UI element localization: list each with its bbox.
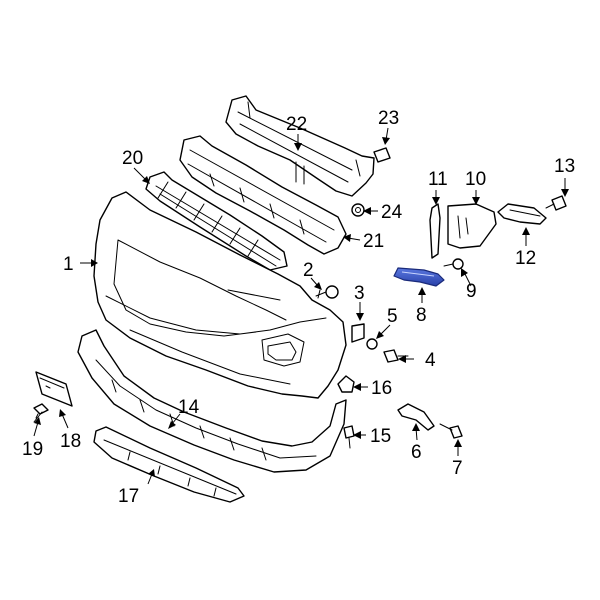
bracket-12-part bbox=[497, 203, 547, 225]
callout-1: 1 bbox=[63, 254, 74, 275]
screw-19-part bbox=[33, 403, 49, 423]
bracket-3-part bbox=[351, 323, 365, 343]
nut-24-part bbox=[351, 203, 365, 217]
callout-22: 22 bbox=[286, 114, 307, 135]
leader-lines bbox=[33, 127, 569, 485]
callout-2: 2 bbox=[303, 260, 314, 281]
rail-11-part bbox=[429, 203, 441, 259]
plate-bracket-part bbox=[35, 371, 73, 407]
bolt-13-part bbox=[545, 195, 567, 211]
callout-6: 6 bbox=[411, 442, 422, 463]
callout-11: 11 bbox=[428, 169, 448, 190]
callout-23: 23 bbox=[378, 108, 399, 129]
energy-absorber-part bbox=[179, 135, 347, 255]
bolt-9-part bbox=[443, 258, 464, 270]
lower-spoiler-part bbox=[77, 329, 347, 473]
callout-7: 7 bbox=[452, 458, 463, 479]
screw-7-part bbox=[439, 423, 463, 439]
callout-15: 15 bbox=[370, 426, 391, 447]
bumper-cover-part bbox=[93, 191, 347, 399]
guide-bracket-8-part bbox=[393, 267, 445, 287]
skid-plate-part bbox=[93, 426, 245, 503]
clip-2-part bbox=[315, 285, 339, 299]
callout-4: 4 bbox=[425, 350, 436, 371]
callout-labels: 1 2 3 4 5 6 7 8 9 10 11 12 13 14 15 16 1… bbox=[22, 108, 575, 507]
callout-18: 18 bbox=[60, 431, 81, 452]
callout-24: 24 bbox=[381, 202, 403, 223]
bolt-23-part bbox=[373, 147, 391, 163]
retainer-16-part bbox=[337, 375, 355, 393]
callout-16: 16 bbox=[371, 378, 392, 399]
callout-13: 13 bbox=[554, 156, 575, 177]
callout-9: 9 bbox=[466, 281, 477, 302]
callout-5: 5 bbox=[387, 306, 398, 327]
callout-19: 19 bbox=[22, 439, 43, 460]
bolt-15-part bbox=[343, 425, 355, 449]
grille-mesh-part bbox=[145, 171, 288, 271]
callout-10: 10 bbox=[465, 169, 486, 190]
callout-8: 8 bbox=[416, 305, 427, 326]
callout-3: 3 bbox=[354, 283, 365, 304]
callout-17: 17 bbox=[118, 486, 139, 507]
callout-21: 21 bbox=[363, 231, 384, 252]
mounting-bracket-10-part bbox=[447, 203, 497, 249]
side-bracket-6-part bbox=[397, 403, 435, 431]
callout-20: 20 bbox=[122, 148, 143, 169]
callout-14: 14 bbox=[178, 397, 200, 418]
bolt-4-part bbox=[383, 349, 409, 363]
callout-12: 12 bbox=[515, 248, 536, 269]
nut-5-part bbox=[366, 338, 378, 350]
